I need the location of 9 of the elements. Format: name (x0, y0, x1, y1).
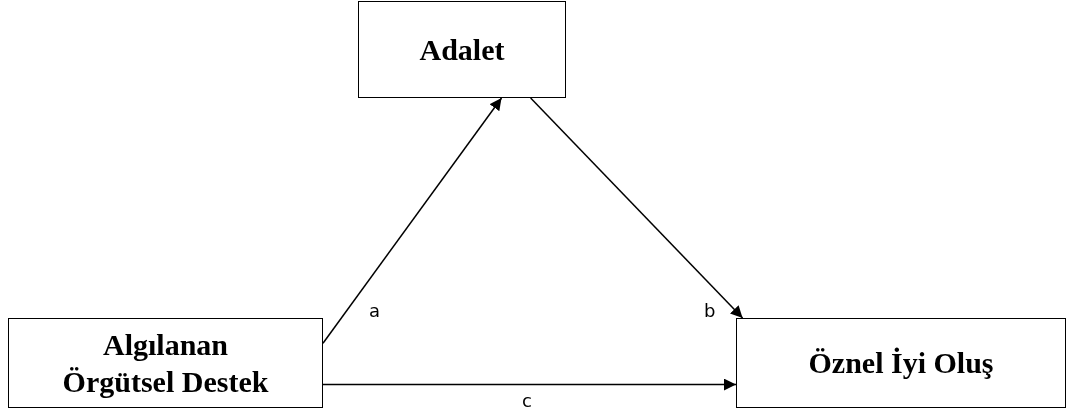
arrow (322, 378, 737, 391)
node-label: Algılanan Örgütsel Destek (61, 326, 270, 400)
arrow (322, 97, 503, 344)
node-label: Adalet (419, 31, 505, 68)
node-label: Öznel İyi Oluş (808, 345, 994, 382)
process-box (736, 318, 1066, 408)
process-box (358, 1, 566, 98)
process-box (8, 318, 323, 408)
arrow (529, 97, 744, 319)
